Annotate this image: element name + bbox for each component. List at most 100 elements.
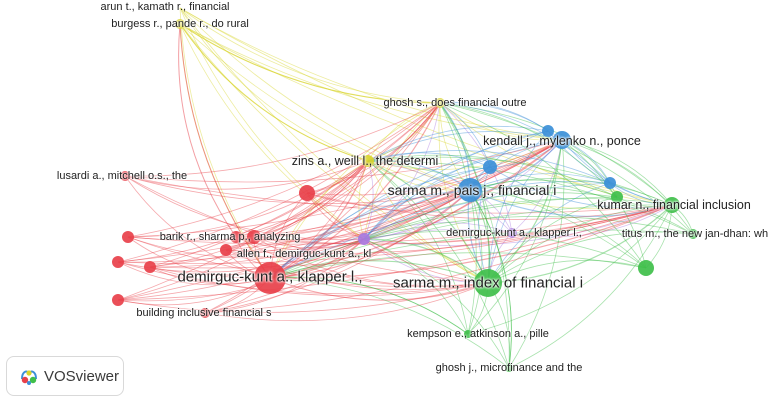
network-link xyxy=(367,102,441,162)
network-node[interactable] xyxy=(112,294,124,306)
network-link xyxy=(179,23,471,191)
network-node-lusardi[interactable] xyxy=(120,171,130,181)
network-link xyxy=(367,160,673,210)
network-link xyxy=(439,102,694,235)
network-node-ghosh-j[interactable] xyxy=(505,364,513,372)
network-link xyxy=(235,139,563,238)
network-link xyxy=(253,102,441,238)
network-link xyxy=(363,189,471,240)
network-link xyxy=(225,204,673,255)
network-link xyxy=(469,173,611,191)
network-link xyxy=(149,160,369,268)
network-link xyxy=(269,196,618,279)
network-node-kempson[interactable] xyxy=(464,330,472,338)
network-node-ghosh-s[interactable] xyxy=(435,98,445,108)
vosviewer-logo-icon xyxy=(21,370,37,385)
network-link xyxy=(179,23,369,162)
network-link xyxy=(253,189,471,241)
network-node-building[interactable] xyxy=(200,308,210,318)
network-link xyxy=(127,102,441,238)
network-link xyxy=(367,152,491,168)
network-node-demirguc-klapper-r[interactable] xyxy=(254,262,286,294)
network-link xyxy=(269,204,673,279)
network-link xyxy=(439,102,647,269)
network-link xyxy=(306,192,673,220)
network-node-demirguc-klapper-p[interactable] xyxy=(507,228,517,238)
vosviewer-logo[interactable]: VOSviewer xyxy=(6,356,124,396)
network-link xyxy=(253,236,365,249)
edge-layer xyxy=(117,7,694,369)
network-link xyxy=(179,7,365,240)
network-node[interactable] xyxy=(604,177,616,189)
network-node-kumar[interactable] xyxy=(664,197,680,213)
network-link xyxy=(439,102,491,168)
network-link xyxy=(439,102,563,141)
network-link xyxy=(179,7,369,162)
network-link xyxy=(269,204,673,279)
network-link xyxy=(508,139,565,369)
network-link xyxy=(117,160,369,263)
network-link xyxy=(225,160,369,251)
network-link xyxy=(367,160,647,269)
network-link xyxy=(269,189,471,279)
network-link xyxy=(204,102,441,314)
network-link xyxy=(367,102,441,162)
network-node[interactable] xyxy=(112,256,124,268)
network-link xyxy=(469,189,512,369)
network-node[interactable] xyxy=(638,260,654,276)
network-node-kendall[interactable] xyxy=(553,131,571,149)
network-link xyxy=(204,282,489,322)
network-link xyxy=(225,189,471,252)
network-link xyxy=(439,102,611,184)
network-node-titus[interactable] xyxy=(688,229,698,239)
network-node[interactable] xyxy=(611,191,623,203)
network-link xyxy=(367,156,673,206)
network-node-zins[interactable] xyxy=(362,155,374,167)
network-node-sarma-index[interactable] xyxy=(474,269,502,297)
network-link xyxy=(117,102,441,263)
network-node-burgess[interactable] xyxy=(175,19,185,29)
network-node[interactable] xyxy=(122,231,134,243)
network-link xyxy=(487,204,673,284)
network-link xyxy=(367,150,611,184)
network-node[interactable] xyxy=(542,125,554,137)
network-link xyxy=(117,160,369,301)
network-link xyxy=(225,249,489,291)
network-link xyxy=(127,189,471,241)
network-link xyxy=(363,238,489,284)
network-link xyxy=(235,102,441,238)
network-link xyxy=(179,7,489,284)
network-link xyxy=(124,160,369,190)
network-link xyxy=(225,238,365,258)
network-node-barik[interactable] xyxy=(230,231,242,243)
network-link xyxy=(467,189,483,335)
network-link xyxy=(306,139,563,196)
network-node[interactable] xyxy=(220,244,232,256)
network-link xyxy=(179,7,471,191)
network-node[interactable] xyxy=(247,230,261,244)
network-link xyxy=(225,139,563,251)
network-link xyxy=(438,102,489,284)
network-link xyxy=(124,175,471,204)
network-link xyxy=(179,23,369,162)
network-link xyxy=(204,238,365,314)
network-link xyxy=(363,130,549,240)
network-link xyxy=(269,229,513,279)
network-link xyxy=(363,238,469,335)
network-link xyxy=(469,185,694,235)
network-link xyxy=(306,189,471,207)
network-link xyxy=(367,160,489,284)
network-link xyxy=(117,261,271,286)
network-node-sarma-pais[interactable] xyxy=(458,178,482,202)
network-link xyxy=(363,216,694,240)
network-link xyxy=(487,182,611,284)
network-link xyxy=(358,160,369,240)
network-node[interactable] xyxy=(144,261,156,273)
network-link xyxy=(124,175,271,279)
network-node[interactable] xyxy=(299,185,315,201)
network-node[interactable] xyxy=(483,160,497,174)
network-node-allen[interactable] xyxy=(358,233,370,245)
network-link xyxy=(511,204,673,238)
network-link xyxy=(178,23,237,238)
